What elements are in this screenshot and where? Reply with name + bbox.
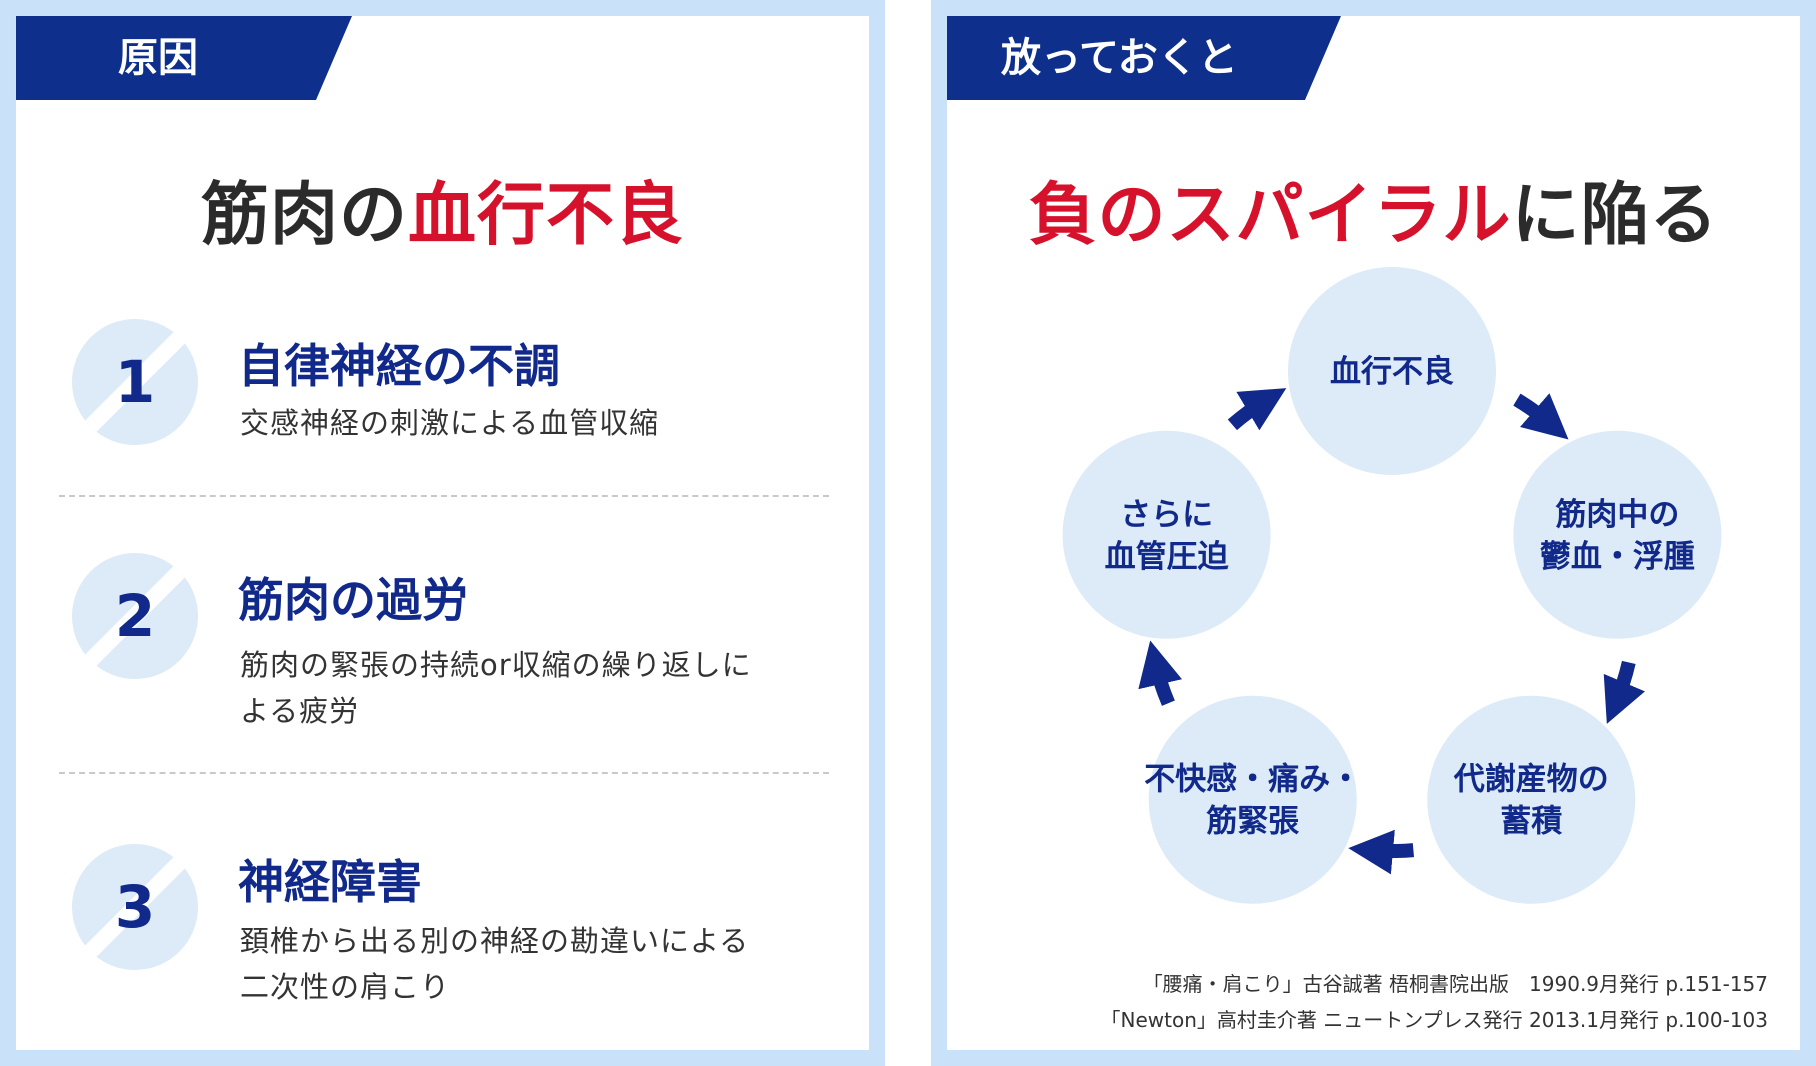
cycle-node-circle xyxy=(1062,430,1271,639)
cycle-node-label: 筋肉中の xyxy=(1555,497,1679,533)
cycle-arrow xyxy=(1348,829,1415,875)
cycle-node-label: 血管圧迫 xyxy=(1105,539,1229,575)
cause-title: 神経障害 xyxy=(238,855,422,909)
cycle-node-circle xyxy=(1513,430,1722,639)
number-circle-3: 3 xyxy=(72,844,198,970)
cycle-node-label: さらに xyxy=(1120,497,1213,533)
cycle-node-1: 血行不良 xyxy=(1288,267,1496,475)
cause-number: 3 xyxy=(114,873,156,941)
headline-spiral-dark: に陥る xyxy=(1511,176,1719,255)
cycle-arrow xyxy=(1603,660,1645,724)
cycle-node-label: 代謝産物の xyxy=(1453,762,1609,798)
cycle-arrow xyxy=(1227,388,1287,431)
cause-desc-line2: 二次性の肩こり xyxy=(240,970,451,1004)
cycle-node-4: 不快感・痛み・筋緊張 xyxy=(1144,695,1361,904)
cause-number: 2 xyxy=(114,582,156,650)
cause-title: 筋肉の過労 xyxy=(238,573,468,627)
cause-desc-line1: 筋肉の緊張の持続or収縮の繰り返しに xyxy=(240,648,752,682)
cycle-node-label: 鬱血・浮腫 xyxy=(1540,539,1695,575)
cycle-node-circle xyxy=(1427,695,1636,904)
tab-label-causes: 原因 xyxy=(16,16,352,100)
headline-spiral: 負のスパイラルに陥る xyxy=(947,171,1800,261)
headline-spiral-red: 負のスパイラル xyxy=(1028,176,1512,255)
cycle-node-label: 血行不良 xyxy=(1330,354,1454,390)
divider xyxy=(59,772,829,774)
headline-causes-dark: 筋肉の xyxy=(200,176,408,255)
cause-desc-line2: よる疲労 xyxy=(240,694,360,728)
cycle-node-label: 不快感・痛み・ xyxy=(1144,762,1361,798)
cycle-arrow xyxy=(1138,640,1183,706)
tab-label-spiral: 放っておくと xyxy=(947,16,1341,100)
source-citation-1: 「腰痛・肩こり」古谷誠著 梧桐書院出版 1990.9月発行 p.151-157 xyxy=(1142,972,1768,996)
cause-desc-line1: 交感神経の刺激による血管収縮 xyxy=(240,406,660,440)
source-citation-2: 「Newton」高村圭介著 ニュートンプレス発行 2013.1月発行 p.100… xyxy=(1100,1008,1768,1032)
cause-number: 1 xyxy=(114,348,156,416)
cycle-node-label: 蓄積 xyxy=(1500,804,1562,840)
number-circle-2: 2 xyxy=(72,553,198,679)
number-circle-1: 1 xyxy=(72,319,198,445)
panel-spiral: 放っておくと 負のスパイラルに陥る 血行不良筋肉中の鬱血・浮腫代謝産物の蓄積不快… xyxy=(931,0,1816,1066)
cycle-node-circle xyxy=(1148,695,1357,904)
divider xyxy=(59,495,829,497)
cycle-node-circle xyxy=(1288,267,1496,475)
cycle-node-label: 筋緊張 xyxy=(1206,804,1299,840)
cause-title: 自律神経の不調 xyxy=(238,339,560,393)
headline-causes-red: 血行不良 xyxy=(408,176,685,255)
panel-causes: 原因 筋肉の血行不良 1 自律神経の不調 交感神経の刺激による血管収縮 2 筋肉… xyxy=(0,0,885,1066)
cause-desc-line1: 頚椎から出る別の神経の勘違いによる xyxy=(240,924,750,958)
cycle-arrow xyxy=(1513,393,1569,440)
headline-causes: 筋肉の血行不良 xyxy=(16,171,869,261)
